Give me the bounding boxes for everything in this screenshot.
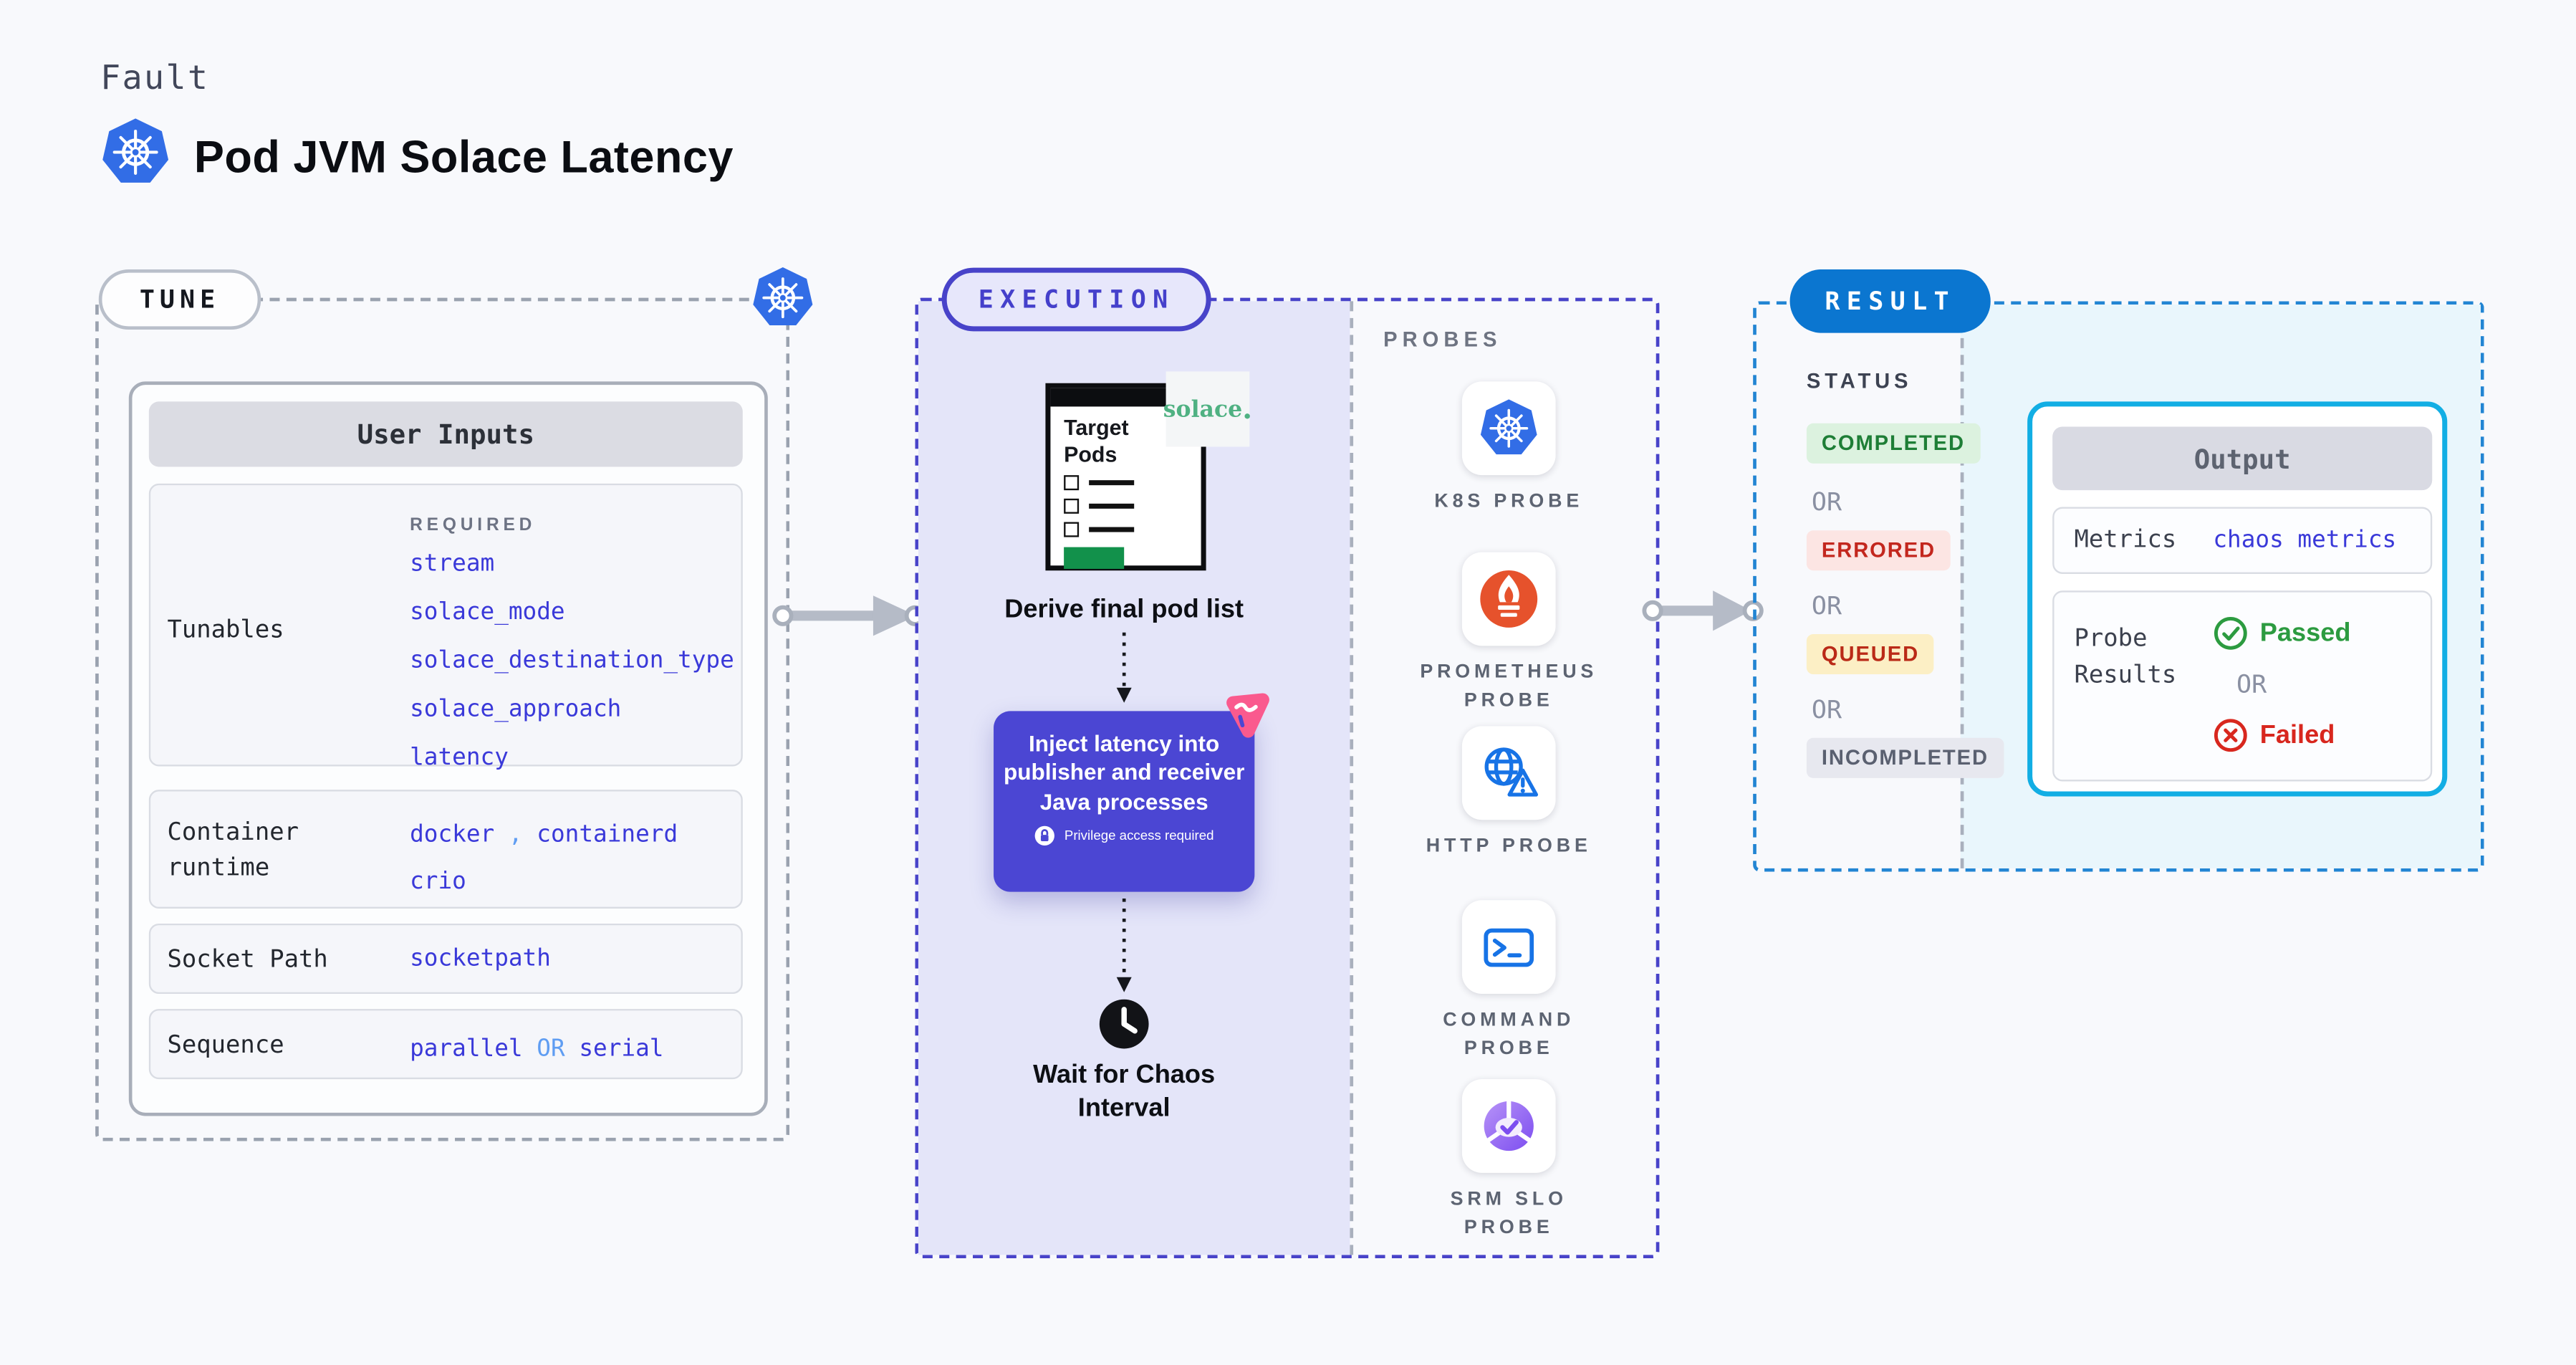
- prometheus-icon: [1480, 570, 1538, 628]
- http-globe-warning-icon: [1484, 747, 1539, 797]
- status-badge-queued: QUEUED: [1806, 634, 1935, 675]
- metrics-value: chaos metrics: [2213, 527, 2397, 554]
- tunable-value: solace_approach: [410, 696, 622, 723]
- sequence-row: Sequence parallel OR serial: [148, 1009, 743, 1080]
- status-badge-incompleted: INCOMPLETED: [1806, 737, 2004, 778]
- probes-header: PROBES: [1383, 327, 1502, 352]
- probe-card: [1461, 1079, 1556, 1173]
- page-title: Pod JVM Solace Latency: [193, 132, 734, 183]
- probe-card: [1461, 900, 1556, 995]
- probes-separator: [1350, 301, 1354, 1255]
- metrics-row: Metrics chaos metrics: [2052, 507, 2433, 574]
- passed-row: Passed OR Failed: [2213, 616, 2351, 753]
- container-runtime-row: Container runtime docker , containerd cr…: [148, 790, 743, 909]
- tunables-values: REQUIRED stream solace_mode solace_desti…: [410, 515, 734, 771]
- or-label: OR: [2236, 669, 2267, 700]
- runtime-value: containerd: [537, 821, 678, 848]
- output-card: Output Metrics chaos metrics Probe Resul…: [2027, 401, 2448, 797]
- x-circle-icon: [2214, 719, 2247, 752]
- probe-prometheus: PROMETHEUS PROBE: [1408, 552, 1609, 715]
- execution-to-result-arrow: [1642, 590, 1764, 631]
- privilege-note: Privilege access required: [1064, 828, 1214, 843]
- kubernetes-icon: [100, 117, 170, 187]
- status-header: STATUS: [1806, 370, 1913, 393]
- kubernetes-icon: [1479, 398, 1539, 459]
- status-separator: [1960, 304, 1964, 868]
- metrics-label: Metrics: [2074, 527, 2177, 554]
- tunables-label: Tunables: [167, 617, 284, 645]
- inject-latency-text: Inject latency into publisher and receiv…: [1003, 731, 1245, 815]
- wait-chaos-interval-step: Wait for Chaos Interval: [1033, 1060, 1216, 1124]
- probe-http: HTTP PROBE: [1408, 726, 1609, 861]
- dotted-arrow-down: [1116, 898, 1132, 992]
- status-badge-errored: ERRORED: [1806, 530, 1951, 571]
- chaos-experiment-icon: [1226, 693, 1269, 738]
- runtime-value: crio: [410, 868, 466, 896]
- probe-card: [1461, 381, 1556, 476]
- tunables-row: Tunables REQUIRED stream solace_mode sol…: [148, 483, 743, 771]
- lock-icon: [1035, 825, 1055, 846]
- user-inputs-card: User Inputs Tunables REQUIRED stream sol…: [128, 381, 768, 1116]
- failed-label: Failed: [2259, 720, 2335, 749]
- tunable-value: latency: [410, 744, 509, 772]
- probe-card: [1461, 552, 1556, 646]
- socket-path-row: Socket Path socketpath: [148, 923, 743, 995]
- pod-list-item: [1064, 522, 1188, 538]
- tune-to-execution-arrow: [772, 595, 926, 636]
- slo-pie-check-icon: [1484, 1099, 1534, 1151]
- probe-command: COMMAND PROBE: [1408, 900, 1609, 1063]
- required-label: REQUIRED: [410, 515, 537, 536]
- privilege-note-row: Privilege access required: [994, 825, 1254, 846]
- probe-label: SRM SLO PROBE: [1450, 1189, 1567, 1238]
- sequence-values: parallel OR serial: [410, 1035, 664, 1063]
- execution-pill: EXECUTION: [941, 267, 1211, 332]
- probe-label: COMMAND PROBE: [1443, 1010, 1575, 1059]
- probe-label: PROMETHEUS PROBE: [1420, 662, 1598, 711]
- clock-icon: [1099, 999, 1149, 1049]
- target-pods-title: Target Pods: [1064, 415, 1129, 466]
- probe-label: K8S PROBE: [1434, 492, 1584, 512]
- output-header: Output: [2052, 426, 2433, 491]
- probe-k8s: K8S PROBE: [1408, 381, 1609, 516]
- or-label: OR: [1811, 487, 1842, 517]
- socket-path-label: Socket Path: [167, 947, 328, 974]
- passed-label: Passed: [2259, 618, 2351, 647]
- tune-section-box: [95, 297, 790, 1141]
- or-label: OR: [1811, 590, 1842, 621]
- container-runtime-label: Container runtime: [167, 820, 299, 882]
- pod-list-item: [1064, 499, 1188, 514]
- derive-pod-list-step: Derive final pod list: [1004, 595, 1244, 624]
- sequence-label: Sequence: [167, 1032, 284, 1060]
- result-pill: RESULT: [1789, 269, 1991, 333]
- tune-pill: TUNE: [98, 269, 261, 330]
- inject-latency-step-box: Inject latency into publisher and receiv…: [994, 711, 1255, 892]
- dotted-arrow-down: [1116, 632, 1132, 703]
- check-circle-icon: [2214, 616, 2247, 650]
- pod-list-item: [1064, 475, 1188, 491]
- probe-label: HTTP PROBE: [1426, 836, 1592, 857]
- progress-green-bar: [1064, 547, 1125, 570]
- tunable-value: stream: [410, 550, 495, 578]
- runtime-value: docker: [410, 821, 495, 848]
- fault-kicker: Fault: [100, 57, 210, 97]
- socket-path-value: socketpath: [410, 945, 551, 972]
- kubernetes-icon: [751, 266, 814, 330]
- status-badge-completed: COMPLETED: [1806, 423, 1981, 464]
- probe-results-row: Probe Results Passed OR Failed: [2052, 590, 2433, 782]
- probe-card: [1461, 726, 1556, 820]
- container-runtime-values: docker , containerd crio: [410, 821, 678, 896]
- probe-results-label: Probe Results: [2074, 626, 2177, 689]
- failed-row: Failed: [2213, 718, 2350, 753]
- terminal-icon: [1484, 928, 1534, 967]
- or-label: OR: [1811, 694, 1842, 725]
- probe-srm-slo: SRM SLO PROBE: [1408, 1079, 1609, 1242]
- tunable-value: solace_mode: [410, 598, 565, 626]
- user-inputs-header: User Inputs: [148, 401, 743, 467]
- solace-logo: solace.: [1163, 371, 1252, 447]
- tunable-value: solace_destination_type: [410, 647, 734, 675]
